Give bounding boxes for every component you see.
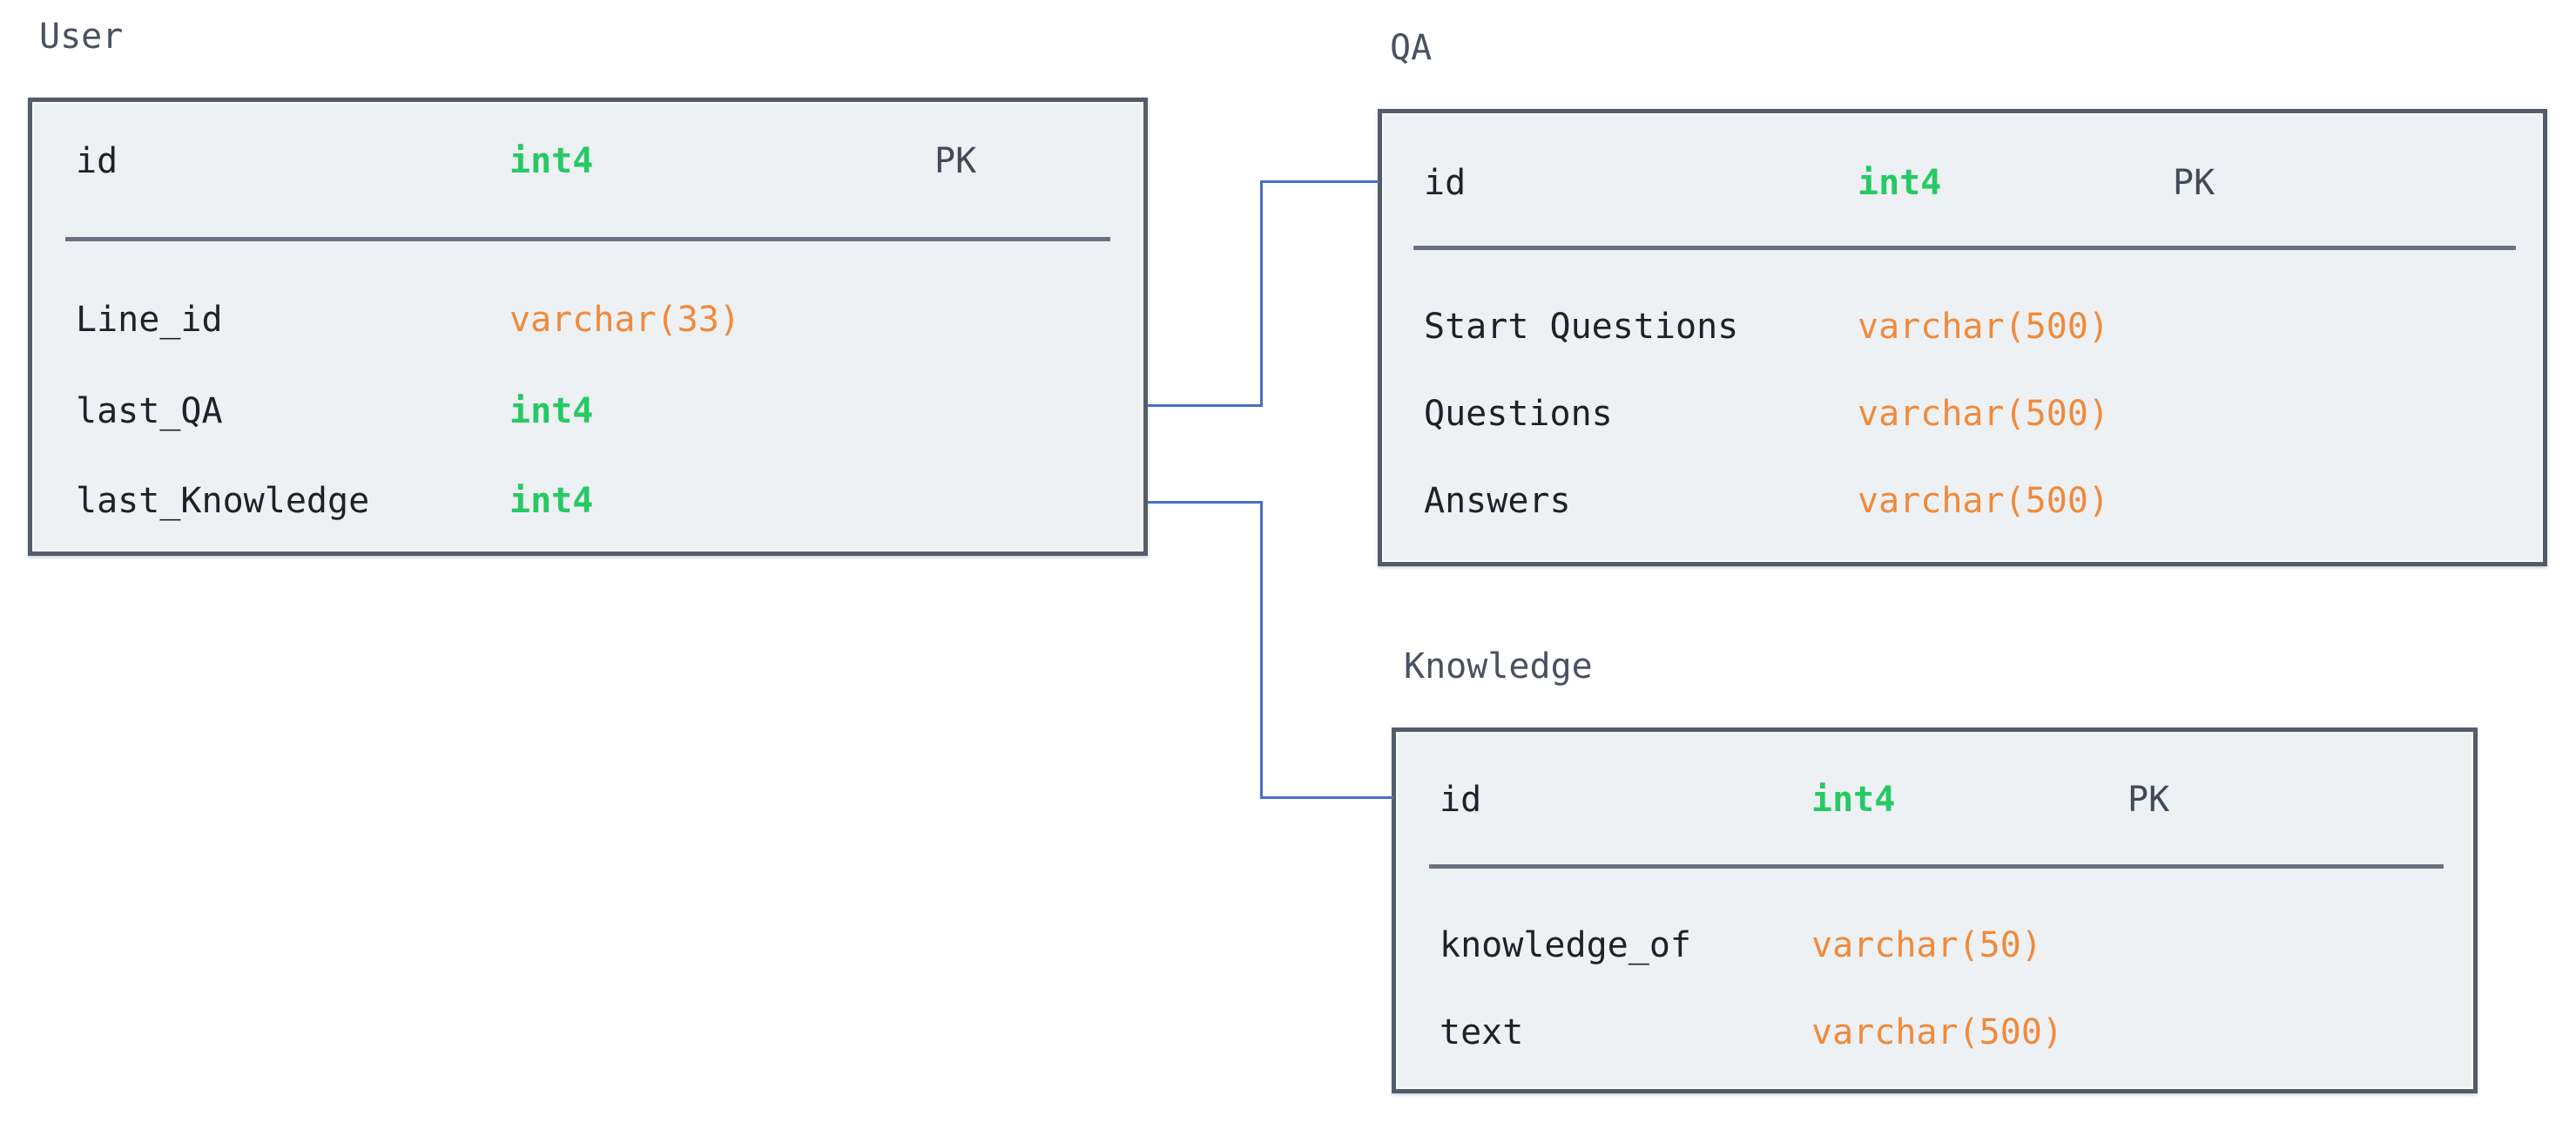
table-row: Answers varchar(500) bbox=[1382, 478, 2543, 524]
field-type: varchar(500) bbox=[1858, 481, 2109, 521]
field-name: text bbox=[1440, 1012, 1524, 1052]
entity-box-qa[interactable]: id int4 PK Start Questions varchar(500) … bbox=[1378, 109, 2547, 566]
field-type: int4 bbox=[509, 141, 594, 181]
table-row: Questions varchar(500) bbox=[1382, 391, 2543, 436]
table-row: Start Questions varchar(500) bbox=[1382, 304, 2543, 349]
field-type: int4 bbox=[1858, 163, 1942, 203]
header-separator bbox=[65, 237, 1110, 241]
table-row: id int4 PK bbox=[1396, 777, 2473, 822]
field-name: last_Knowledge bbox=[76, 481, 370, 521]
field-name: last_QA bbox=[76, 391, 223, 431]
field-type: varchar(500) bbox=[1811, 1012, 2063, 1052]
field-type: int4 bbox=[1811, 780, 1896, 820]
field-type: varchar(500) bbox=[1858, 307, 2109, 347]
field-key: PK bbox=[2173, 163, 2215, 203]
entity-box-user[interactable]: id int4 PK Line_id varchar(33) last_QA i… bbox=[28, 98, 1148, 556]
entity-inner-knowledge bbox=[1396, 732, 2473, 1089]
field-name: knowledge_of bbox=[1440, 925, 1691, 965]
field-name: id bbox=[1424, 163, 1467, 203]
field-name: Questions bbox=[1424, 394, 1613, 434]
table-row: last_QA int4 bbox=[32, 389, 1143, 434]
field-type: int4 bbox=[509, 391, 594, 431]
connector-user-qa-segment-v bbox=[1260, 180, 1263, 405]
connector-user-knowledge-segment-h1 bbox=[1148, 501, 1263, 504]
entity-inner-qa bbox=[1382, 113, 2543, 562]
table-row: last_Knowledge int4 bbox=[32, 478, 1143, 524]
field-type: varchar(500) bbox=[1858, 394, 2109, 434]
connector-user-knowledge-segment-h2 bbox=[1260, 796, 1393, 799]
entity-inner-user bbox=[32, 102, 1143, 551]
connector-user-knowledge-segment-v bbox=[1260, 501, 1263, 799]
field-type: varchar(33) bbox=[509, 300, 740, 340]
field-name: id bbox=[76, 141, 118, 181]
field-name: Start Questions bbox=[1424, 307, 1739, 347]
table-title-user: User bbox=[39, 17, 124, 57]
table-row: knowledge_of varchar(50) bbox=[1396, 923, 2473, 968]
field-name: Line_id bbox=[76, 300, 223, 340]
field-name: id bbox=[1440, 780, 1482, 820]
field-key: PK bbox=[934, 141, 977, 181]
table-title-knowledge: Knowledge bbox=[1404, 646, 1593, 687]
field-name: Answers bbox=[1424, 481, 1571, 521]
connector-user-qa-segment-h1 bbox=[1148, 404, 1263, 407]
connector-user-qa-segment-h2 bbox=[1260, 180, 1379, 183]
table-row: Line_id varchar(33) bbox=[32, 297, 1143, 342]
table-row: text varchar(500) bbox=[1396, 1010, 2473, 1055]
header-separator bbox=[1429, 864, 2444, 869]
table-row: id int4 PK bbox=[32, 139, 1143, 184]
entity-box-knowledge[interactable]: id int4 PK knowledge_of varchar(50) text… bbox=[1392, 727, 2478, 1093]
field-key: PK bbox=[2128, 780, 2170, 820]
table-title-qa: QA bbox=[1390, 28, 1433, 68]
header-separator bbox=[1413, 246, 2516, 250]
field-type: varchar(50) bbox=[1811, 925, 2042, 965]
field-type: int4 bbox=[509, 481, 594, 521]
table-row: id int4 PK bbox=[1382, 160, 2543, 206]
